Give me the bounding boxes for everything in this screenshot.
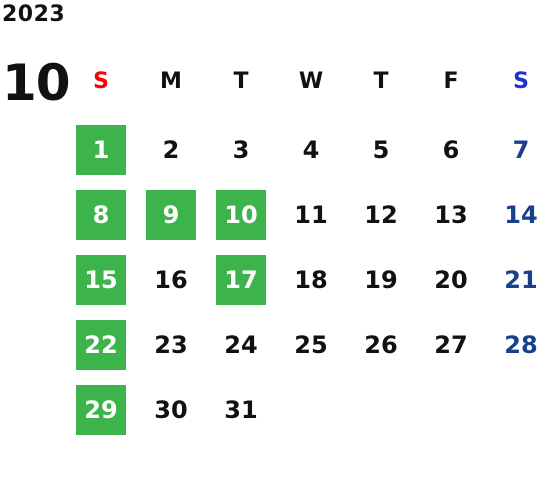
day-cell[interactable]: 20: [434, 266, 468, 294]
day-cell[interactable]: 17: [216, 255, 266, 305]
day-cell[interactable]: 28: [504, 331, 538, 359]
day-cell[interactable]: 3: [232, 136, 250, 164]
day-cell[interactable]: 7: [512, 136, 530, 164]
day-cell[interactable]: 10: [216, 190, 266, 240]
day-cell[interactable]: 5: [372, 136, 390, 164]
day-cell[interactable]: 16: [154, 266, 188, 294]
day-cell[interactable]: 15: [76, 255, 126, 305]
day-cell[interactable]: 6: [442, 136, 460, 164]
weekday-header-tue: T: [233, 69, 249, 94]
day-cell[interactable]: 26: [364, 331, 398, 359]
day-cell[interactable]: 4: [302, 136, 320, 164]
day-cell[interactable]: 8: [76, 190, 126, 240]
day-cell[interactable]: 21: [504, 266, 538, 294]
year-label: 2023: [2, 2, 66, 27]
day-cell[interactable]: 2: [162, 136, 180, 164]
month-number: 10: [2, 54, 71, 112]
day-cell[interactable]: 30: [154, 396, 188, 424]
day-cell[interactable]: 11: [294, 201, 328, 229]
day-cell[interactable]: 14: [504, 201, 538, 229]
day-cell[interactable]: 23: [154, 331, 188, 359]
weekday-header-wed: W: [298, 69, 324, 94]
day-cell[interactable]: 31: [224, 396, 258, 424]
weekday-header-thu: T: [373, 69, 389, 94]
day-cell[interactable]: 18: [294, 266, 328, 294]
weekday-header-mon: M: [160, 69, 182, 94]
day-cell[interactable]: 13: [434, 201, 468, 229]
day-cell[interactable]: 19: [364, 266, 398, 294]
day-cell[interactable]: 12: [364, 201, 398, 229]
day-cell[interactable]: 9: [146, 190, 196, 240]
day-cell[interactable]: 29: [76, 385, 126, 435]
weekday-header-sat: S: [513, 69, 529, 94]
weekday-header-fri: F: [443, 69, 459, 94]
day-cell[interactable]: 24: [224, 331, 258, 359]
day-cell[interactable]: 27: [434, 331, 468, 359]
weekday-header-sun: S: [93, 69, 109, 94]
day-cell[interactable]: 1: [76, 125, 126, 175]
day-cell[interactable]: 25: [294, 331, 328, 359]
day-cell[interactable]: 22: [76, 320, 126, 370]
